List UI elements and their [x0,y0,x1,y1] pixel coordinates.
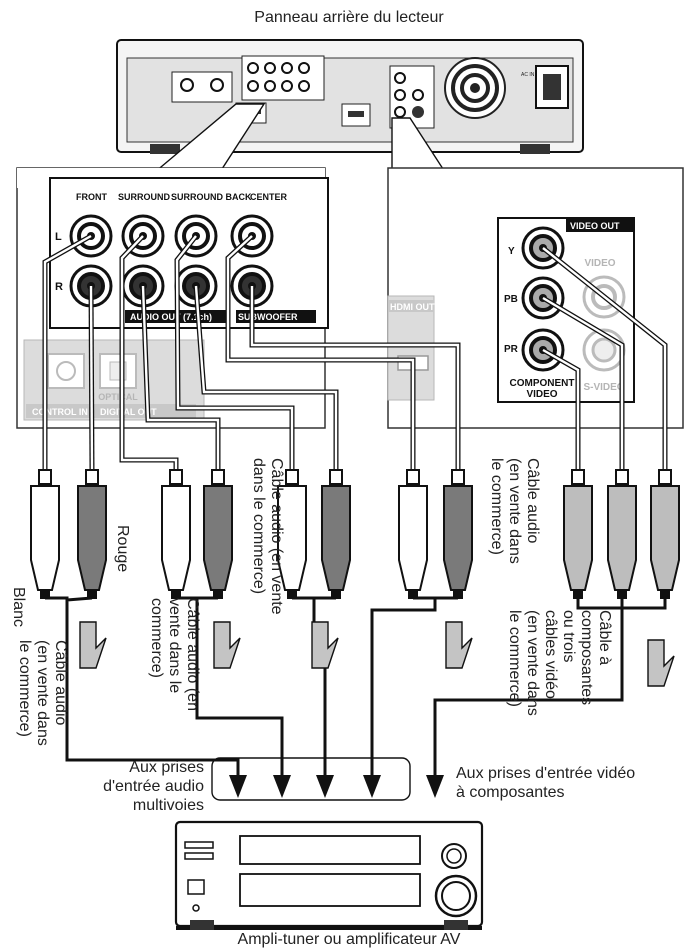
label-video: VIDEO [584,258,615,269]
label-digital-out: DIGITAL OUT [100,407,157,417]
receiver-arrows [229,775,444,798]
label-cable-audio-4a: Câble audio [524,458,541,544]
plug-video-pb [607,469,637,599]
label-cable-video-a: Câble à [596,610,613,665]
label-component-video-2: VIDEO [526,389,557,400]
label-cable-video-e: (en vente dans [524,610,541,716]
plug-video-y [650,469,680,599]
label-subwoofer: SUBWOOFER [238,312,298,322]
label-cable-audio-2b: vente dans le [166,598,183,693]
label-audio-out: AUDIO OUT (7.1ch) [130,312,212,322]
label-hdmi-out: HDMI OUT [390,302,435,312]
audio-out-panel: FRONT SURROUND SURROUND BACK CENTER L R … [16,167,329,429]
player-rear-panel-title: Panneau arrière du lecteur [254,9,444,26]
label-cable-video-c: ou trois [560,610,577,662]
plug-white-front [30,469,60,599]
label-audio-inputs-3: multivoies [133,797,204,814]
av-receiver [174,820,484,930]
label-cable-audio-2c: commerce) [148,598,165,678]
label-front: FRONT [76,192,107,202]
label-cable-audio-2a: Câble audio (en [184,598,201,711]
plug-red-surround-back [321,469,351,599]
player-rear-panel: AC IN [116,39,584,154]
label-cable-audio-1b: (en vente dans [34,640,51,746]
audio-input-bracket [211,757,411,801]
label-video-inputs-2: à composantes [456,784,565,801]
video-out-panel: HDMI OUT VIDEO OUT Y PB PR VIDEO COMPONE… [387,167,684,429]
receiver-title: Ampli-tuner ou amplificateur AV [238,931,461,948]
label-cable-audio-4b: (en vente dans [506,458,523,564]
label-r: R [55,281,63,293]
label-center: CENTER [250,192,288,202]
ac-in-label: AC IN [521,72,535,78]
label-control-in: CONTROL IN [32,407,88,417]
label-cable-audio-3a: Câble audio (en vente [268,458,285,615]
label-cable-audio-1a: Câble audio [52,640,69,726]
plug-white-surround-back [277,469,307,599]
cable-wires [42,233,668,471]
label-audio-inputs-2: d'entrée audio [103,778,204,795]
label-cable-audio-1c: le commerce) [16,640,33,737]
plug-red-subwoofer [443,469,473,599]
label-video-out: VIDEO OUT [570,221,620,231]
label-pb: PB [504,294,518,305]
direction-arrows [79,621,675,687]
label-surround: SURROUND [118,192,171,202]
label-rouge: Rouge [114,525,131,572]
label-cable-audio-3b: dans le commerce) [250,458,267,594]
plug-white-surround [161,469,191,599]
plug-red-front [77,469,107,599]
label-surround-back: SURROUND BACK [171,192,252,202]
label-s-video: S-VIDEO [583,382,624,393]
label-component-video-1: COMPONENT [510,378,575,389]
label-blanc: Blanc [10,587,27,627]
label-audio-inputs-1: Aux prises [129,759,204,776]
plug-white-center [398,469,428,599]
label-optical: OPTICAL [98,392,138,402]
label-cable-audio-4c: le commerce) [488,458,505,555]
label-l: L [55,231,62,243]
plug-red-surround [203,469,233,599]
label-cable-video-b: composantes [578,610,595,705]
cable-labels: Blanc Rouge Câble audio (en vente dans l… [10,458,613,746]
label-cable-video-f: le commerce) [506,610,523,707]
label-pr: PR [504,344,519,355]
plug-video-pr [563,469,593,599]
label-video-inputs-1: Aux prises d'entrée vidéo [456,765,635,782]
label-y: Y [508,246,515,257]
rca-plugs [30,469,680,599]
label-cable-video-d: câbles vidéo [542,610,559,699]
